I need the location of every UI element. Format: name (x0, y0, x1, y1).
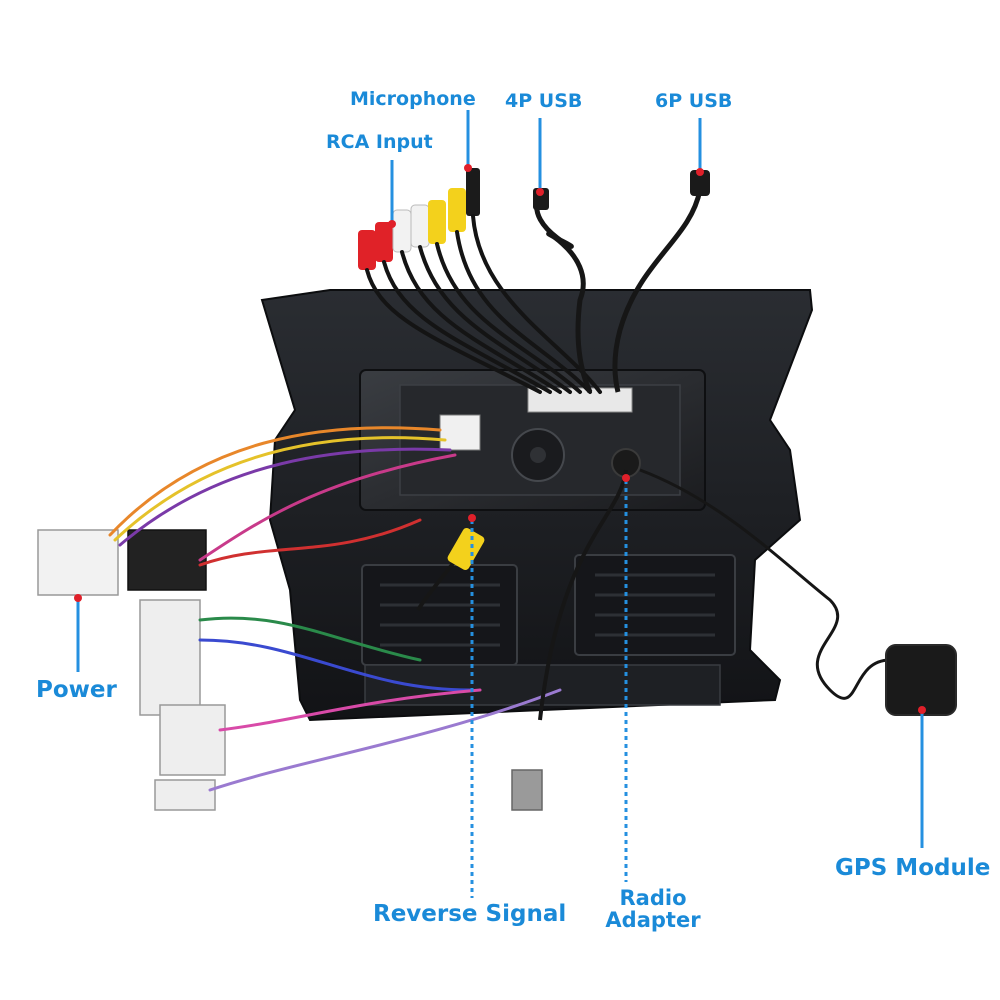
marker-dots (74, 164, 926, 714)
label-4p-usb: 4P USB (505, 90, 583, 112)
label-power: Power (36, 677, 117, 703)
usb-6p-cable (612, 170, 710, 393)
power-harness (37, 529, 226, 811)
label-gps-module: GPS Module (835, 855, 991, 881)
rca-plugs (358, 188, 466, 270)
label-rca-input: RCA Input (326, 131, 433, 153)
label-microphone: Microphone (350, 88, 476, 110)
harness-wires (108, 426, 562, 792)
dashed-pointers (470, 480, 628, 898)
cooling-fan-hub (530, 447, 546, 463)
right-vent-housing (574, 554, 736, 656)
pointer-lines (76, 110, 924, 848)
connector-block (527, 387, 633, 413)
label-radio-adapter: Radio Adapter (598, 887, 708, 931)
reverse-camera-plug (416, 528, 485, 612)
radio-adapter (511, 448, 641, 811)
microphone-plug (466, 168, 480, 216)
side-connector (439, 414, 481, 451)
label-radio-line2: Adapter (605, 908, 701, 933)
label-reverse-signal: Reverse Signal (373, 901, 567, 927)
label-6p-usb: 6P USB (655, 90, 733, 112)
label-radio-line1: Radio (619, 886, 687, 910)
vent-slats (380, 573, 715, 647)
